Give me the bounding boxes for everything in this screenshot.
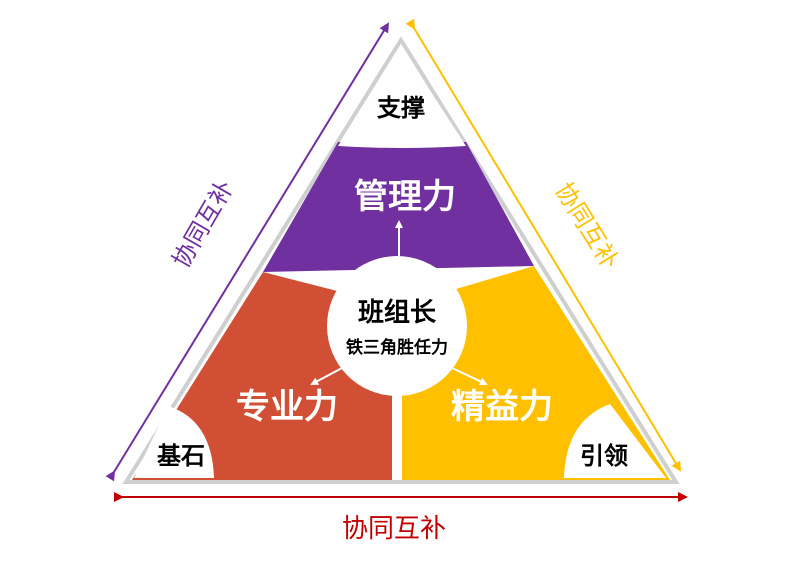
- center-title: 班组长: [358, 297, 437, 328]
- right-edge-label: 协同互补: [549, 178, 624, 274]
- management-label: 管理力: [354, 177, 456, 217]
- professional-label: 专业力: [236, 387, 338, 427]
- lead-corner-label: 引领: [580, 442, 628, 470]
- left-edge-label: 协同互补: [167, 175, 239, 272]
- left-synergy-arrow: [105, 22, 390, 482]
- lean-label: 精益力: [451, 387, 553, 427]
- foundation-corner-label: 基石: [157, 442, 205, 470]
- right-synergy-arrow: [405, 18, 682, 472]
- bottom-edge-label: 协同互补: [342, 514, 446, 544]
- center-subtitle: 铁三角胜任力: [346, 337, 448, 358]
- support-corner-label: 支撑: [377, 94, 425, 122]
